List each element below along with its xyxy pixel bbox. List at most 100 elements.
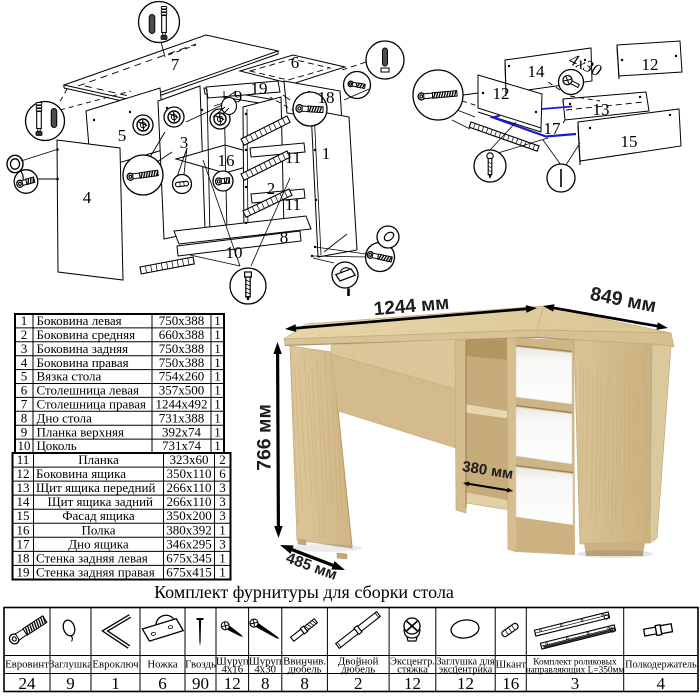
svg-text:3: 3 (21, 341, 28, 356)
svg-text:13: 13 (17, 480, 30, 495)
svg-text:2: 2 (354, 674, 363, 693)
svg-text:380x392: 380x392 (166, 522, 212, 537)
svg-text:Столешница левая: Столешница левая (37, 383, 139, 398)
svg-text:1: 1 (214, 438, 221, 453)
svg-text:754x260: 754x260 (159, 369, 205, 384)
svg-text:4: 4 (83, 188, 92, 207)
svg-text:1: 1 (21, 313, 28, 328)
svg-text:10: 10 (18, 438, 31, 453)
svg-text:675x345: 675x345 (166, 550, 212, 565)
svg-text:4x30: 4x30 (254, 664, 276, 676)
svg-text:766 мм: 766 мм (254, 404, 276, 471)
svg-text:19: 19 (17, 564, 30, 579)
svg-text:Заглушка для: Заглушка для (436, 657, 494, 668)
svg-text:14: 14 (17, 494, 31, 509)
svg-text:13: 13 (593, 100, 610, 119)
svg-text:3: 3 (219, 536, 226, 551)
svg-text:Щит ящика передний: Щит ящика передний (36, 480, 155, 495)
svg-text:Заглушка: Заглушка (49, 659, 92, 671)
svg-text:8: 8 (21, 410, 28, 425)
svg-text:750x388: 750x388 (159, 355, 205, 370)
svg-text:Фасад ящика: Фасад ящика (62, 508, 135, 523)
svg-text:15: 15 (621, 132, 638, 151)
svg-text:1: 1 (219, 550, 226, 565)
svg-text:Стенка задняя левая: Стенка задняя левая (36, 550, 148, 565)
svg-text:350x110: 350x110 (166, 466, 211, 481)
svg-text:1: 1 (214, 383, 221, 398)
svg-text:дюбель: дюбель (341, 664, 375, 676)
svg-text:2: 2 (21, 327, 28, 342)
svg-text:675x415: 675x415 (166, 564, 212, 579)
svg-text:2: 2 (219, 452, 226, 467)
svg-text:1: 1 (214, 369, 221, 384)
svg-text:16: 16 (502, 674, 519, 693)
svg-text:12: 12 (457, 674, 474, 693)
svg-text:Шуруп: Шуруп (216, 656, 249, 668)
svg-text:Ввинчив.: Ввинчив. (283, 656, 326, 668)
svg-text:5: 5 (118, 126, 127, 145)
svg-text:Полкодержатель: Полкодержатель (625, 660, 697, 671)
svg-text:1: 1 (214, 341, 221, 356)
svg-text:9: 9 (21, 424, 28, 439)
svg-text:Планка верхняя: Планка верхняя (37, 424, 125, 439)
svg-text:Шкант: Шкант (496, 660, 527, 671)
svg-text:15: 15 (17, 508, 30, 523)
svg-text:9: 9 (234, 87, 243, 106)
svg-text:7: 7 (21, 397, 28, 412)
svg-text:323x60: 323x60 (170, 452, 209, 467)
svg-text:346x295: 346x295 (166, 536, 212, 551)
svg-text:Двойной: Двойной (338, 656, 379, 668)
svg-text:1: 1 (214, 424, 221, 439)
svg-text:12: 12 (404, 674, 421, 693)
svg-text:10: 10 (226, 243, 243, 262)
svg-text:24: 24 (19, 674, 37, 693)
svg-text:750x388: 750x388 (159, 313, 205, 328)
svg-text:Планка: Планка (78, 452, 119, 467)
svg-text:Вязка стола: Вязка стола (37, 369, 102, 384)
svg-text:18: 18 (318, 88, 335, 107)
svg-text:направляющих L=350мм: направляющих L=350мм (526, 666, 625, 676)
svg-text:Боковина средняя: Боковина средняя (37, 327, 136, 342)
svg-text:4: 4 (21, 355, 28, 370)
svg-text:стяжка: стяжка (397, 665, 428, 676)
svg-text:Щит ящика задний: Щит ящика задний (48, 494, 154, 509)
svg-text:дюбель: дюбель (288, 664, 322, 676)
svg-text:11: 11 (285, 195, 301, 214)
svg-text:1: 1 (214, 410, 221, 425)
svg-text:Дно ящика: Дно ящика (68, 536, 129, 551)
svg-text:Боковина задняя: Боковина задняя (37, 341, 129, 356)
svg-text:357x500: 357x500 (159, 383, 205, 398)
svg-text:1244x492: 1244x492 (156, 397, 208, 412)
svg-text:90: 90 (192, 674, 209, 693)
svg-text:Стенка задняя правая: Стенка задняя правая (36, 564, 155, 579)
svg-text:Эксцентр.: Эксцентр. (390, 657, 435, 668)
svg-text:11: 11 (285, 148, 301, 167)
svg-text:Комплект фурнитуры для сборки: Комплект фурнитуры для сборки стола (154, 582, 454, 602)
svg-text:12: 12 (642, 55, 659, 74)
svg-text:4x16: 4x16 (222, 664, 244, 676)
svg-text:Боковина ящика: Боковина ящика (36, 466, 126, 481)
svg-text:Цоколь: Цоколь (37, 438, 77, 453)
svg-text:6: 6 (291, 53, 300, 72)
svg-text:392x74: 392x74 (162, 424, 202, 439)
svg-text:1: 1 (111, 674, 120, 693)
svg-text:4: 4 (657, 674, 666, 693)
svg-text:8: 8 (300, 674, 309, 693)
svg-text:7: 7 (171, 55, 180, 74)
svg-text:8: 8 (261, 674, 270, 693)
svg-text:Боковина правая: Боковина правая (37, 355, 129, 370)
svg-text:1: 1 (219, 522, 226, 537)
svg-text:17: 17 (544, 119, 562, 138)
svg-text:Столешница правая: Столешница правая (37, 397, 146, 412)
svg-text:14: 14 (528, 62, 546, 81)
svg-text:3: 3 (219, 508, 226, 523)
svg-text:6: 6 (158, 674, 167, 693)
svg-text:1: 1 (214, 355, 221, 370)
svg-text:17: 17 (17, 536, 31, 551)
svg-text:731x388: 731x388 (159, 410, 205, 425)
svg-text:1: 1 (214, 397, 221, 412)
svg-text:5: 5 (21, 369, 28, 384)
svg-text:11: 11 (17, 452, 30, 467)
svg-text:Евроключ: Евроключ (92, 659, 139, 671)
svg-text:Гвоздь: Гвоздь (185, 659, 216, 671)
